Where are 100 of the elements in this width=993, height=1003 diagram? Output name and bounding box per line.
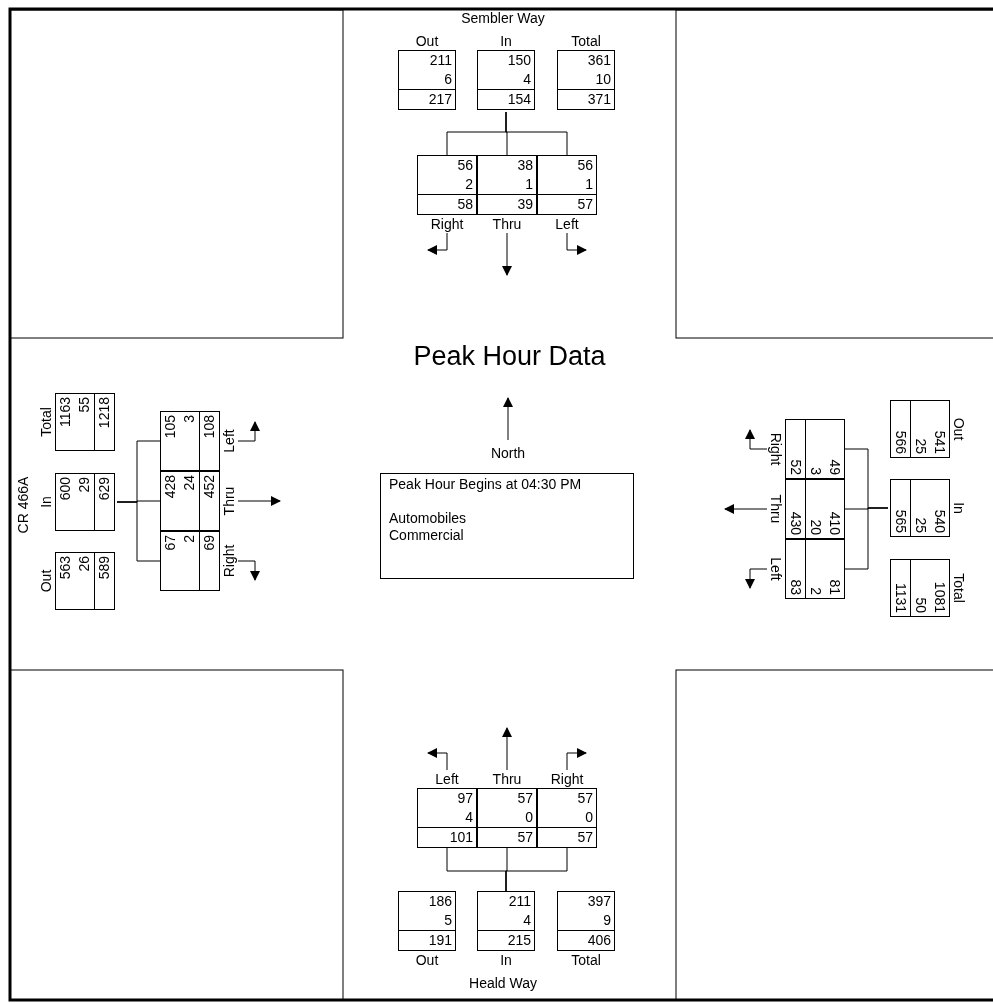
movement-label: Thru — [491, 770, 523, 788]
count-value: 97 — [456, 789, 474, 808]
movement-label: Left — [434, 770, 460, 788]
total-value: 406 — [558, 930, 614, 950]
column-heading: Total — [37, 406, 55, 439]
count-value: 563 — [56, 555, 74, 582]
column-heading: In — [499, 951, 513, 969]
count-value: 2 — [180, 534, 198, 545]
total-value: 101 — [418, 827, 476, 847]
count-value: 55 — [75, 396, 93, 415]
total-value: 108 — [199, 412, 219, 470]
count-value: 211 — [428, 51, 453, 70]
total-value: 52 — [786, 420, 806, 478]
count-value: 25 — [912, 437, 930, 456]
count-value: 410 — [826, 510, 844, 537]
count-value: 540 — [931, 508, 949, 535]
count-value: 4 — [464, 808, 474, 827]
column-heading: In — [950, 501, 968, 516]
count-value: 1081 — [931, 580, 949, 615]
count-value: 2 — [807, 586, 825, 597]
movement-label: Left — [554, 215, 580, 233]
turn-arrow — [566, 748, 587, 771]
connector-line — [505, 111, 568, 156]
count-value: 5 — [443, 911, 453, 930]
connector-line — [844, 507, 889, 570]
count-value: 57 — [516, 789, 534, 808]
turn-arrow — [427, 748, 448, 771]
total-value: 58 — [418, 194, 476, 214]
count-value: 2 — [464, 175, 474, 194]
count-value: 428 — [161, 474, 179, 501]
total-value: 565 — [891, 480, 911, 536]
column-heading: In — [37, 495, 55, 510]
total-value: 589 — [94, 553, 114, 609]
count-value: 397 — [586, 892, 612, 911]
total-value: 1131 — [891, 560, 911, 616]
column-heading: Total — [570, 32, 602, 50]
column-heading: Out — [414, 951, 440, 969]
count-value: 50 — [912, 596, 930, 615]
turn-arrow — [566, 232, 587, 255]
connector-line — [116, 501, 161, 562]
compass-label: North — [489, 444, 527, 462]
total-value: 57 — [538, 827, 596, 847]
count-value: 9 — [602, 911, 612, 930]
count-value: 20 — [807, 518, 825, 537]
connector-line — [505, 847, 568, 892]
turn-arrow — [502, 727, 512, 771]
movement-label: Right — [767, 431, 785, 468]
road-name: Heald Way — [468, 975, 538, 991]
count-value: 25 — [912, 516, 930, 535]
movement-label: Thru — [220, 485, 238, 518]
count-value: 541 — [931, 429, 949, 456]
count-value: 0 — [584, 808, 594, 827]
turn-arrow — [745, 568, 768, 589]
count-value: 38 — [516, 156, 534, 175]
total-value: 566 — [891, 401, 911, 457]
total-value: 452 — [199, 472, 219, 530]
count-value: 24 — [180, 474, 198, 493]
movement-label: Left — [767, 556, 785, 583]
total-value: 215 — [478, 930, 534, 950]
count-value: 29 — [75, 476, 93, 495]
count-value: 4 — [522, 70, 532, 89]
count-value: 56 — [456, 156, 474, 175]
count-value: 3 — [180, 414, 198, 425]
turn-arrow — [237, 560, 260, 581]
movement-label: Right — [429, 215, 465, 233]
count-value: 600 — [56, 476, 74, 503]
count-value: 10 — [594, 70, 612, 89]
column-heading: Out — [950, 416, 968, 443]
movement-label: Left — [220, 428, 238, 455]
count-value: 1 — [524, 175, 534, 194]
road-name: Sembler Way — [460, 10, 546, 26]
total-value: 430 — [786, 480, 806, 538]
total-value: 629 — [94, 474, 114, 530]
count-value: 211 — [507, 892, 532, 911]
total-value: 69 — [199, 532, 219, 590]
count-value: 81 — [826, 578, 844, 597]
count-value: 1163 — [56, 396, 74, 430]
count-value: 6 — [443, 70, 453, 89]
count-value: 67 — [161, 534, 179, 553]
count-value: 26 — [75, 555, 93, 574]
count-value: 57 — [576, 789, 594, 808]
count-value: 1 — [584, 175, 594, 194]
column-heading: In — [499, 32, 513, 50]
movement-label: Right — [220, 543, 238, 580]
total-value: 57 — [538, 194, 596, 214]
turn-arrow — [237, 496, 281, 506]
total-value: 217 — [399, 89, 455, 109]
column-heading: Total — [950, 572, 968, 605]
column-heading: Total — [570, 951, 602, 969]
count-value: 0 — [524, 808, 534, 827]
total-value: 39 — [478, 194, 536, 214]
title: Peak Hour Data — [412, 340, 607, 372]
info-box — [380, 473, 634, 579]
column-heading: Out — [37, 568, 55, 595]
total-value: 57 — [478, 827, 536, 847]
turn-arrow — [724, 504, 768, 514]
count-value: 56 — [576, 156, 594, 175]
movement-label: Thru — [767, 493, 785, 526]
column-heading: Out — [414, 32, 440, 50]
movement-label: Right — [549, 770, 585, 788]
